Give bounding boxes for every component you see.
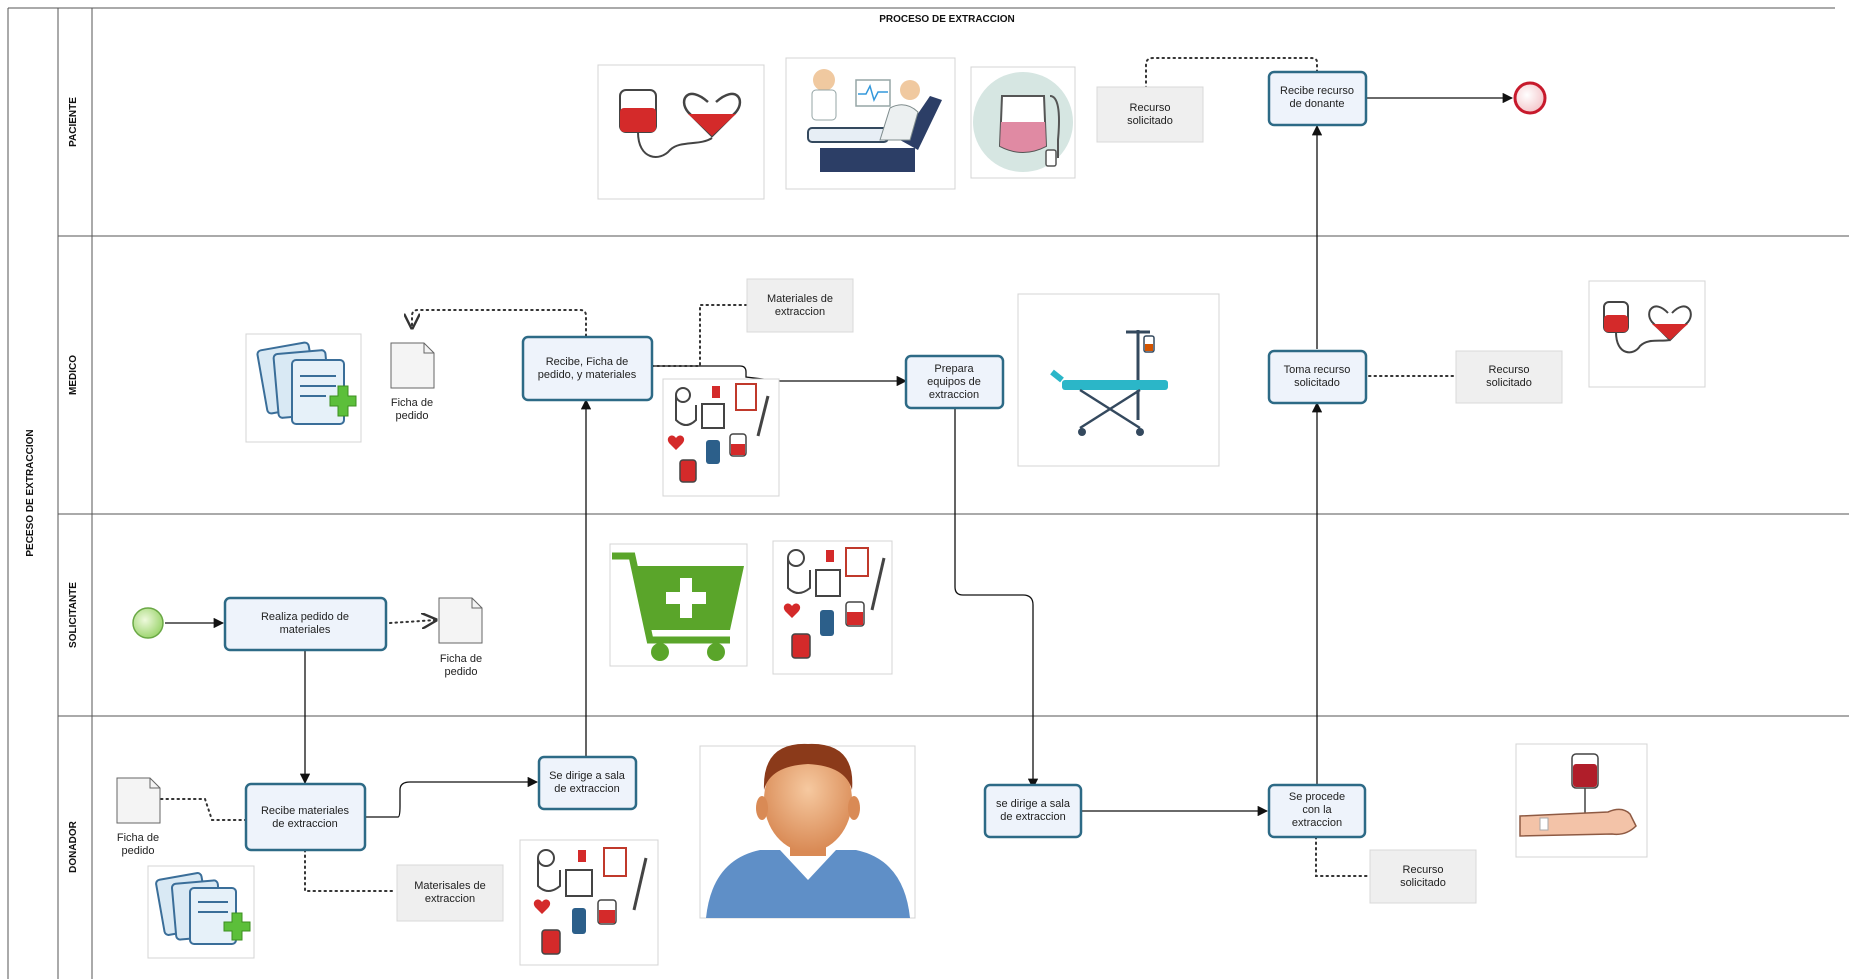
donor-avatar — [699, 743, 916, 919]
medical-supplies-icon — [662, 378, 780, 497]
diagram-title: PROCESO DE EXTRACCION — [879, 14, 1015, 25]
end-event — [1513, 81, 1547, 115]
pool-label: PECESO DE EXTRACCION — [25, 429, 36, 556]
blood-bag-heart-icon — [597, 64, 765, 200]
start-event — [132, 607, 164, 639]
associations — [160, 57, 1456, 892]
lane-label-donador: DONADOR — [68, 820, 79, 872]
blood-bag-heart-small-icon — [1588, 280, 1706, 388]
medical-documents-icon — [245, 333, 362, 443]
iv-bag-icon — [970, 66, 1076, 179]
lane-label-medico: MEDICO — [68, 355, 79, 395]
medical-supplies-icon-3 — [519, 839, 659, 966]
sequence-flows — [165, 92, 1514, 818]
arm-blood-bag-icon — [1515, 743, 1648, 858]
patient-chair-icon — [785, 57, 956, 190]
lane-label-solicitante: SOLICITANTE — [68, 582, 79, 648]
lane-label-paciente: PACIENTE — [68, 97, 79, 147]
stretcher-iv-icon — [1017, 293, 1220, 467]
pool — [7, 7, 1849, 979]
medical-supplies-icon-2 — [772, 540, 893, 675]
medical-cart-icon — [609, 543, 748, 667]
medical-documents-icon-2 — [147, 865, 255, 959]
